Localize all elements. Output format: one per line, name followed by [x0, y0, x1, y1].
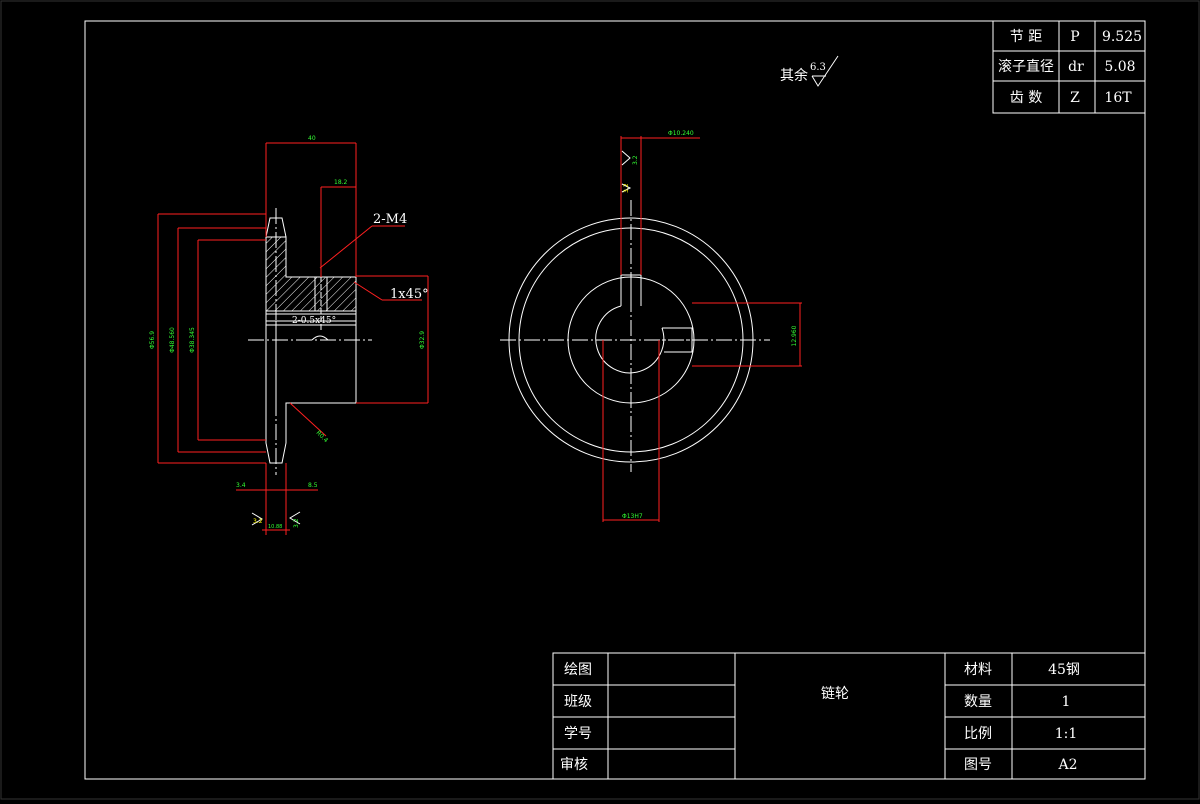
label-student-no: 学号 — [564, 726, 592, 742]
chamfer2-note: 2-0.5x45° — [292, 316, 336, 326]
roughness-marker-icon — [621, 183, 632, 193]
roughness-marker-icon — [251, 512, 263, 526]
label-class: 班级 — [564, 694, 592, 710]
root-circle — [518, 227, 744, 453]
param-value-pitch: 9.525 — [1102, 29, 1142, 45]
roughness-front-a: 3.2 — [632, 155, 639, 165]
dim-tooth-width: 3.4 — [236, 482, 246, 489]
roughness-front-b: 3.2 — [623, 183, 630, 193]
param-symbol-pitch: P — [1070, 29, 1079, 45]
label-material: 材料 — [964, 662, 992, 678]
surface-roughness-note: 其余 6.3 — [780, 55, 839, 87]
outer-circle — [508, 217, 754, 463]
dim-front-top: Φ10.240 — [668, 130, 694, 137]
label-quantity: 数量 — [964, 694, 992, 710]
label-scale: 比例 — [964, 726, 992, 742]
chamfer-note: 1x45° — [390, 287, 429, 302]
chain-params-table: 节 距 P 9.525 滚子直径 dr 5.08 齿 数 Z 16T — [992, 20, 1146, 114]
quantity-value: 1 — [1062, 694, 1071, 710]
scale-value: 1:1 — [1055, 726, 1078, 742]
param-name-pitch: 节 距 — [1010, 29, 1042, 45]
bore-circle — [595, 305, 665, 374]
title-block: 绘图 班级 学号 审核 链轮 材料 45钢 数量 1 比例 1:1 图号 A2 — [552, 652, 1146, 780]
dim-hub-diameter: Φ32.9 — [419, 331, 426, 349]
dim-hub-offset: 8.5 — [308, 482, 318, 489]
roughness-symbol-icon — [811, 55, 839, 87]
side-section-view: 2-0.5x45° 40 18.2 Φ56.9 Φ48.560 Φ38.345 … — [149, 135, 429, 535]
param-name-roller: 滚子直径 — [998, 58, 1054, 75]
dim-fillet: R0.4 — [315, 429, 330, 444]
dim-inner-diameter: Φ38.345 — [189, 327, 196, 353]
material-value: 45钢 — [1048, 662, 1080, 678]
front-view: Φ10.240 12.960 Φ13H7 3.2 3.2 — [500, 130, 802, 522]
roughness-note-value: 6.3 — [810, 62, 826, 73]
param-symbol-teeth: Z — [1070, 90, 1080, 106]
param-name-teeth: 齿 数 — [1010, 90, 1042, 106]
dim-front-right: 12.960 — [791, 325, 798, 346]
roughness-side-a: 3.2 — [253, 518, 263, 525]
param-value-roller: 5.08 — [1104, 59, 1135, 75]
label-reviewer: 审核 — [560, 757, 588, 773]
label-drawing-no: 图号 — [964, 757, 992, 773]
roughness-marker-icon — [621, 150, 631, 166]
roughness-marker-icon — [289, 511, 301, 525]
thread-note: 2-M4 — [373, 212, 407, 227]
dim-bottom-width: 10.88 — [268, 524, 282, 530]
roughness-note-label: 其余 — [780, 67, 808, 84]
roughness-side-b: 3.2 — [293, 518, 300, 528]
dim-outer-diameter: Φ56.9 — [149, 331, 156, 349]
part-name: 链轮 — [821, 686, 849, 702]
dim-front-bottom: Φ13H7 — [622, 513, 643, 520]
drawing-no-value: A2 — [1057, 757, 1077, 773]
dim-width-top: 40 — [308, 135, 316, 142]
dim-hub-length: 18.2 — [334, 179, 348, 186]
param-symbol-roller: dr — [1068, 59, 1084, 75]
param-value-teeth: 16T — [1104, 90, 1132, 106]
dim-root-diameter: Φ48.560 — [169, 327, 176, 353]
section-hatch — [265, 236, 357, 312]
label-drawn-by: 绘图 — [564, 662, 592, 678]
